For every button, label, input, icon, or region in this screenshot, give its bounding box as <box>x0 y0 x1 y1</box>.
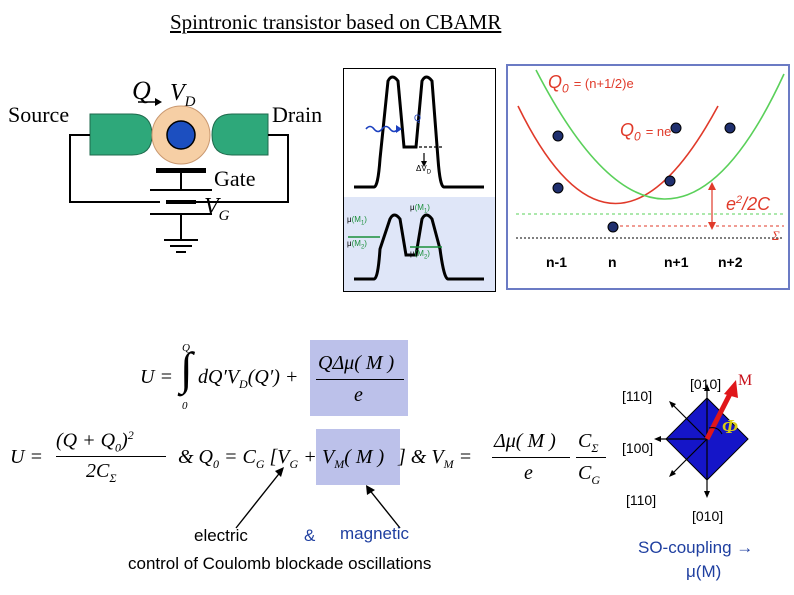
magnetization-arrow <box>704 388 735 441</box>
m-label: M <box>738 372 753 389</box>
eq2-lhs: U = <box>10 446 43 468</box>
dot-n+1-top <box>670 122 682 134</box>
magnetic-pointer <box>367 487 401 529</box>
dot-n-1-bottom <box>552 182 564 194</box>
tunneling-wave <box>365 125 399 133</box>
eq2-frac-den: 2CΣ <box>86 460 117 485</box>
eq1-highlight-box <box>310 340 408 416</box>
inset-mu-r-label: μ(M2) <box>410 249 430 261</box>
eq1-int-top: Q <box>182 342 190 354</box>
eq1-lhs: U = <box>140 366 173 388</box>
drain-wire <box>195 134 289 203</box>
eq2-f2-num: CΣ <box>578 430 599 455</box>
eq2-f1-num: Δμ( M ) <box>494 430 556 452</box>
drain-electrode <box>211 113 269 156</box>
gate-plate <box>156 168 206 173</box>
mu-m-caption: μ(M) <box>686 562 722 581</box>
dot-n+1-mid <box>664 175 676 187</box>
circuit-diagram <box>69 98 289 253</box>
eq1-frac-bar <box>316 379 404 380</box>
phi-label: Φ <box>722 416 738 438</box>
red-parabola <box>517 105 719 205</box>
dir-0-10-label: [010] <box>692 508 724 524</box>
dir-110-label: [110] <box>622 388 653 404</box>
green-parabola <box>535 69 785 200</box>
eq2-f2-den: CG <box>578 462 601 487</box>
charge-q-label: Q <box>132 76 151 105</box>
inset-q-label: Q <box>414 113 422 123</box>
eq2-highlight-box <box>316 429 400 485</box>
angle-arc <box>708 427 723 435</box>
dir-1-10-label: [110] <box>626 492 657 508</box>
ampersand-caption: & <box>304 526 316 545</box>
eq2-f1-den: e <box>524 462 533 484</box>
tick-n: n <box>608 254 617 270</box>
inset-mu-l-label: μ(M2) <box>347 239 367 251</box>
eq1-int-bottom: 0 <box>182 400 188 412</box>
electric-caption: electric <box>194 526 248 545</box>
crystal-diagram <box>654 380 749 498</box>
tick-n+2: n+2 <box>718 254 743 270</box>
dir-010-label: [010] <box>690 376 722 392</box>
electric-pointer <box>235 469 283 529</box>
source-label: Source <box>8 102 70 127</box>
tick-n+1: n+1 <box>664 254 689 270</box>
eq2-vm: VM( M ) <box>322 446 385 471</box>
eq2-frac-num: (Q + Q0)2 <box>56 428 134 455</box>
dv-arrow-head <box>421 161 427 167</box>
charging-energy-label: e2/2C <box>726 194 771 214</box>
magnetic-caption: magnetic <box>340 524 409 543</box>
eq1-frac-num: QΔμ( M ) <box>318 352 395 374</box>
energy-inset-svg <box>344 69 495 291</box>
tick-n-1: n-1 <box>546 254 567 270</box>
eq2-f2-bar <box>576 457 606 458</box>
page-title: Spintronic transistor based on CBAMR <box>170 10 502 34</box>
sigma-label: Σ <box>772 228 780 243</box>
dot-n <box>607 221 619 233</box>
coulomb-caption: control of Coulomb blockade oscillations <box>128 554 432 573</box>
q0-mid-label: Q0 = ne <box>620 120 672 144</box>
inset-dv-label: ΔVD <box>416 164 432 176</box>
parabola-svg <box>516 69 785 239</box>
eq2-f1-bar <box>492 457 570 458</box>
eq2-vm-def: ] & VM = <box>398 446 473 471</box>
energy-inset: Q ΔVD μ(M1) μ(M1) μ(M2) μ(M2) <box>343 68 496 292</box>
dot-n-1-top <box>552 130 564 142</box>
eq1-body: dQ′VD(Q′) + <box>198 366 299 391</box>
inset-mu-s-label: μ(M1) <box>347 215 367 227</box>
dir-100-label: [100] <box>622 440 654 456</box>
source-wire <box>69 134 160 203</box>
eq2-frac-bar <box>56 456 166 457</box>
parabola-plot: Q0 = (n+1/2)e Q0 = ne e2/2C Σ n-1 n n+1 … <box>506 64 790 290</box>
axis-1-10 <box>671 438 708 475</box>
eq2-q0-def: & Q0 = CG [VG + <box>178 446 317 471</box>
eq1-integral: ∫ <box>180 343 193 394</box>
q0-top-label: Q0 = (n+1/2)e <box>548 72 634 96</box>
inset-mu-d-top-label: μ(M1) <box>410 203 430 215</box>
tunneling-wave-head <box>396 125 402 133</box>
dot-n+2 <box>724 122 736 134</box>
eq1-frac-den: e <box>354 384 363 406</box>
gate-label: Gate <box>214 166 256 191</box>
axis-110 <box>671 403 708 440</box>
lower-barrier-profile <box>354 213 484 281</box>
vd-label: VD <box>170 80 196 110</box>
island-core <box>166 120 196 150</box>
charge-arrow-head <box>155 98 162 106</box>
drain-label: Drain <box>272 102 323 127</box>
so-coupling-caption: SO-coupling → <box>638 538 754 557</box>
